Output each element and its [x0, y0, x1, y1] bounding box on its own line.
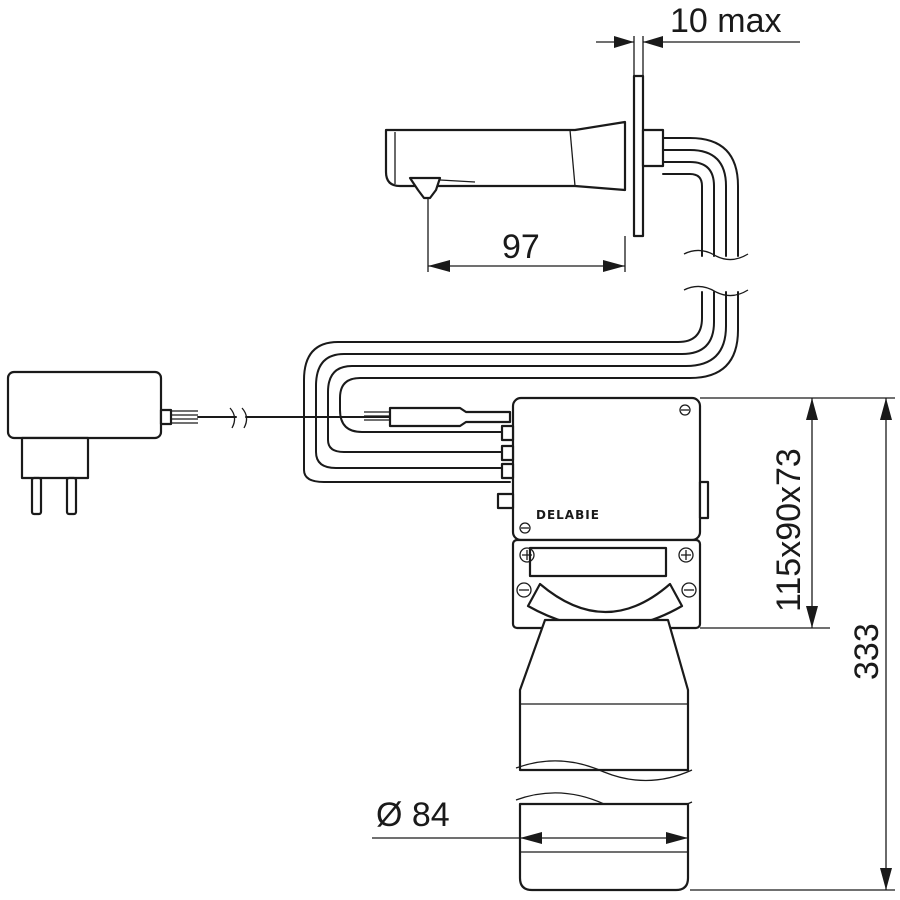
dim-label-projection: 97 [502, 228, 540, 266]
dim-pipe-diameter: Ø 84 [372, 796, 688, 844]
pipe [515, 618, 693, 892]
dim-box-size: 115x90x73 [700, 397, 830, 629]
dim-label-box: 115x90x73 [770, 448, 808, 612]
brand-label: DELABIE [536, 508, 600, 522]
dim-label-wall: 10 max [670, 2, 782, 40]
dim-wall-thickness: 10 max [596, 2, 800, 76]
hoses [303, 137, 749, 483]
dim-label-height: 333 [848, 623, 886, 680]
dim-spout-projection: 97 [427, 198, 626, 272]
power-adapter [6, 370, 512, 516]
dim-label-diameter: Ø 84 [376, 796, 450, 834]
wall-plate [632, 74, 645, 238]
spout [384, 74, 665, 238]
control-box: DELABIE [496, 396, 710, 630]
dim-total-height: 333 [690, 397, 895, 891]
